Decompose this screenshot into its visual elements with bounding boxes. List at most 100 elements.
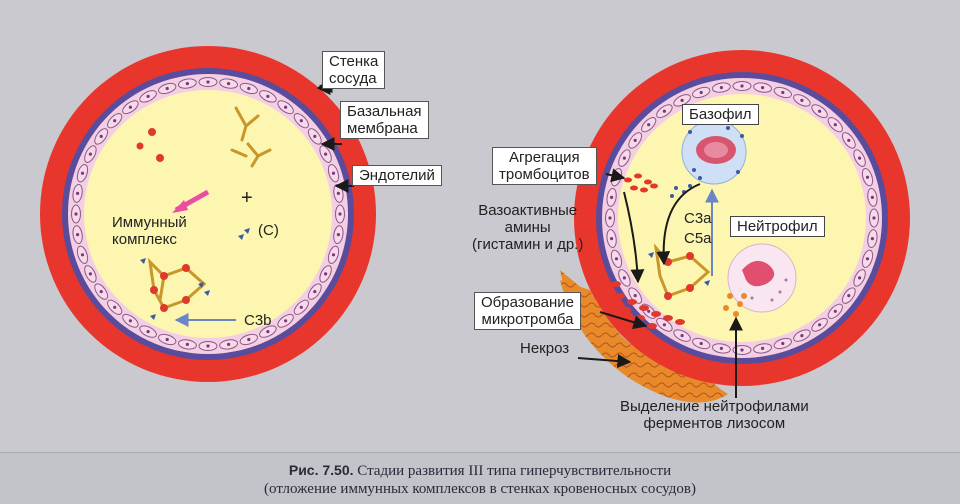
endothelial-nucleus [833, 123, 837, 127]
basophil-cell [681, 119, 747, 185]
left-vessel [40, 46, 376, 382]
endothelial-nucleus [227, 342, 231, 346]
figure-caption: Рис. 7.50. Стадии развития III типа гипе… [0, 452, 960, 504]
endothelial-nucleus [165, 86, 169, 91]
endothelial-nucleus [800, 334, 804, 338]
endothelial-nucleus [680, 334, 684, 338]
endothelial-nucleus [614, 257, 619, 261]
label-plus: + [241, 187, 253, 209]
label-platelet-aggregation: Агрегация тромбоцитов [492, 147, 597, 185]
endothelial-nucleus [88, 272, 92, 276]
endothelial-nucleus [833, 309, 837, 313]
endothelial-nucleus [740, 348, 744, 352]
endothelial-nucleus [74, 212, 78, 216]
endothelial-nucleus [818, 109, 822, 113]
caption-fig-number: Рис. 7.50. [288, 462, 354, 478]
endothelial-nucleus [80, 171, 85, 175]
endothelial-nucleus [865, 257, 870, 261]
label-c3b: С3b [244, 312, 272, 329]
endothelial-nucleus [113, 305, 117, 309]
endothelial-nucleus [719, 86, 724, 90]
label-endothelium: Эндотелий [352, 165, 442, 186]
label-basement-membrane: Базальная мембрана [340, 101, 429, 139]
endothelial-nucleus [781, 90, 785, 95]
endothelial-nucleus [99, 134, 103, 138]
endothelial-nucleus [313, 134, 317, 138]
label-vessel-wall: Стенка сосуда [322, 51, 386, 89]
endothelial-nucleus [761, 346, 765, 350]
endothelial-nucleus [284, 319, 288, 323]
endothelial-nucleus [662, 323, 667, 327]
endothelial-nucleus [80, 253, 85, 257]
endothelial-nucleus [761, 86, 765, 90]
label-vasoactive-amines: Вазоактивные амины (гистамин и др.) [472, 202, 584, 253]
label-complement: (С) [258, 222, 279, 239]
label-microthrombus: Образование микротромба [474, 292, 581, 330]
endothelial-nucleus [336, 233, 340, 237]
endothelial-nucleus [336, 191, 340, 195]
endothelial-nucleus [610, 237, 614, 241]
endothelial-nucleus [858, 156, 862, 160]
endothelial-nucleus [633, 138, 637, 142]
endothelial-nucleus [299, 305, 303, 309]
endothelial-nucleus [647, 309, 651, 313]
endothelial-nucleus [128, 319, 132, 323]
endothelial-nucleus [680, 98, 684, 102]
endothelial-nucleus [266, 330, 270, 334]
endothelial-nucleus [266, 94, 270, 98]
endothelial-nucleus [699, 90, 703, 95]
label-immune-complex: Иммунный комплекс [112, 214, 187, 248]
endothelial-nucleus [206, 344, 210, 348]
endothelial-nucleus [185, 342, 189, 346]
label-neutrophil: Нейтрофил [730, 216, 825, 237]
caption-line2: (отложение иммунных комплексов в стенках… [264, 481, 696, 497]
label-c3a: С3а [684, 210, 712, 227]
endothelial-nucleus [76, 191, 80, 195]
endothelial-nucleus [858, 276, 862, 280]
endothelial-nucleus [165, 337, 169, 342]
endothelial-nucleus [719, 346, 724, 350]
label-basophil: Базофил [682, 104, 759, 125]
endothelial-nucleus [88, 152, 92, 156]
endothelial-nucleus [870, 195, 875, 199]
endothelial-nucleus [247, 337, 251, 342]
endothelial-nucleus [313, 290, 317, 294]
endothelial-nucleus [740, 84, 744, 88]
endothelial-nucleus [847, 138, 851, 142]
endothelial-nucleus [185, 82, 189, 86]
endothelial-nucleus [633, 294, 637, 298]
endothelial-nucleus [324, 272, 328, 276]
endothelial-nucleus [865, 175, 870, 179]
endothelial-nucleus [99, 290, 103, 294]
endothelial-nucleus [818, 323, 822, 327]
endothelial-nucleus [610, 195, 614, 199]
label-lysosome-release: Выделение нейтрофилами ферментов лизосом [620, 398, 809, 432]
endothelial-nucleus [227, 82, 231, 86]
endothelial-nucleus [284, 105, 288, 109]
endothelial-nucleus [128, 105, 132, 109]
endothelial-nucleus [781, 341, 785, 346]
caption-line1: Стадии развития III типа гиперчувствител… [357, 463, 672, 479]
endothelial-nucleus [338, 212, 342, 216]
endothelial-nucleus [331, 253, 336, 257]
endothelial-nucleus [299, 119, 303, 123]
endothelial-nucleus [699, 341, 703, 346]
endothelial-nucleus [647, 123, 651, 127]
label-necrosis: Некроз [520, 340, 570, 357]
endothelial-nucleus [76, 233, 80, 237]
endothelial-nucleus [800, 98, 804, 102]
endothelial-nucleus [113, 119, 117, 123]
endothelial-nucleus [870, 237, 875, 241]
endothelial-nucleus [331, 171, 336, 175]
endothelial-nucleus [146, 330, 150, 334]
label-c5a: С5а [684, 230, 712, 247]
endothelial-nucleus [622, 276, 627, 280]
endothelial-nucleus [324, 152, 328, 156]
right-endothelial-cells [605, 81, 879, 355]
endothelial-nucleus [247, 86, 251, 91]
endothelial-nucleus [206, 80, 210, 84]
endothelial-nucleus [662, 109, 667, 113]
endothelial-nucleus [872, 216, 876, 220]
endothelial-nucleus [146, 94, 150, 98]
endothelial-nucleus [622, 156, 627, 160]
